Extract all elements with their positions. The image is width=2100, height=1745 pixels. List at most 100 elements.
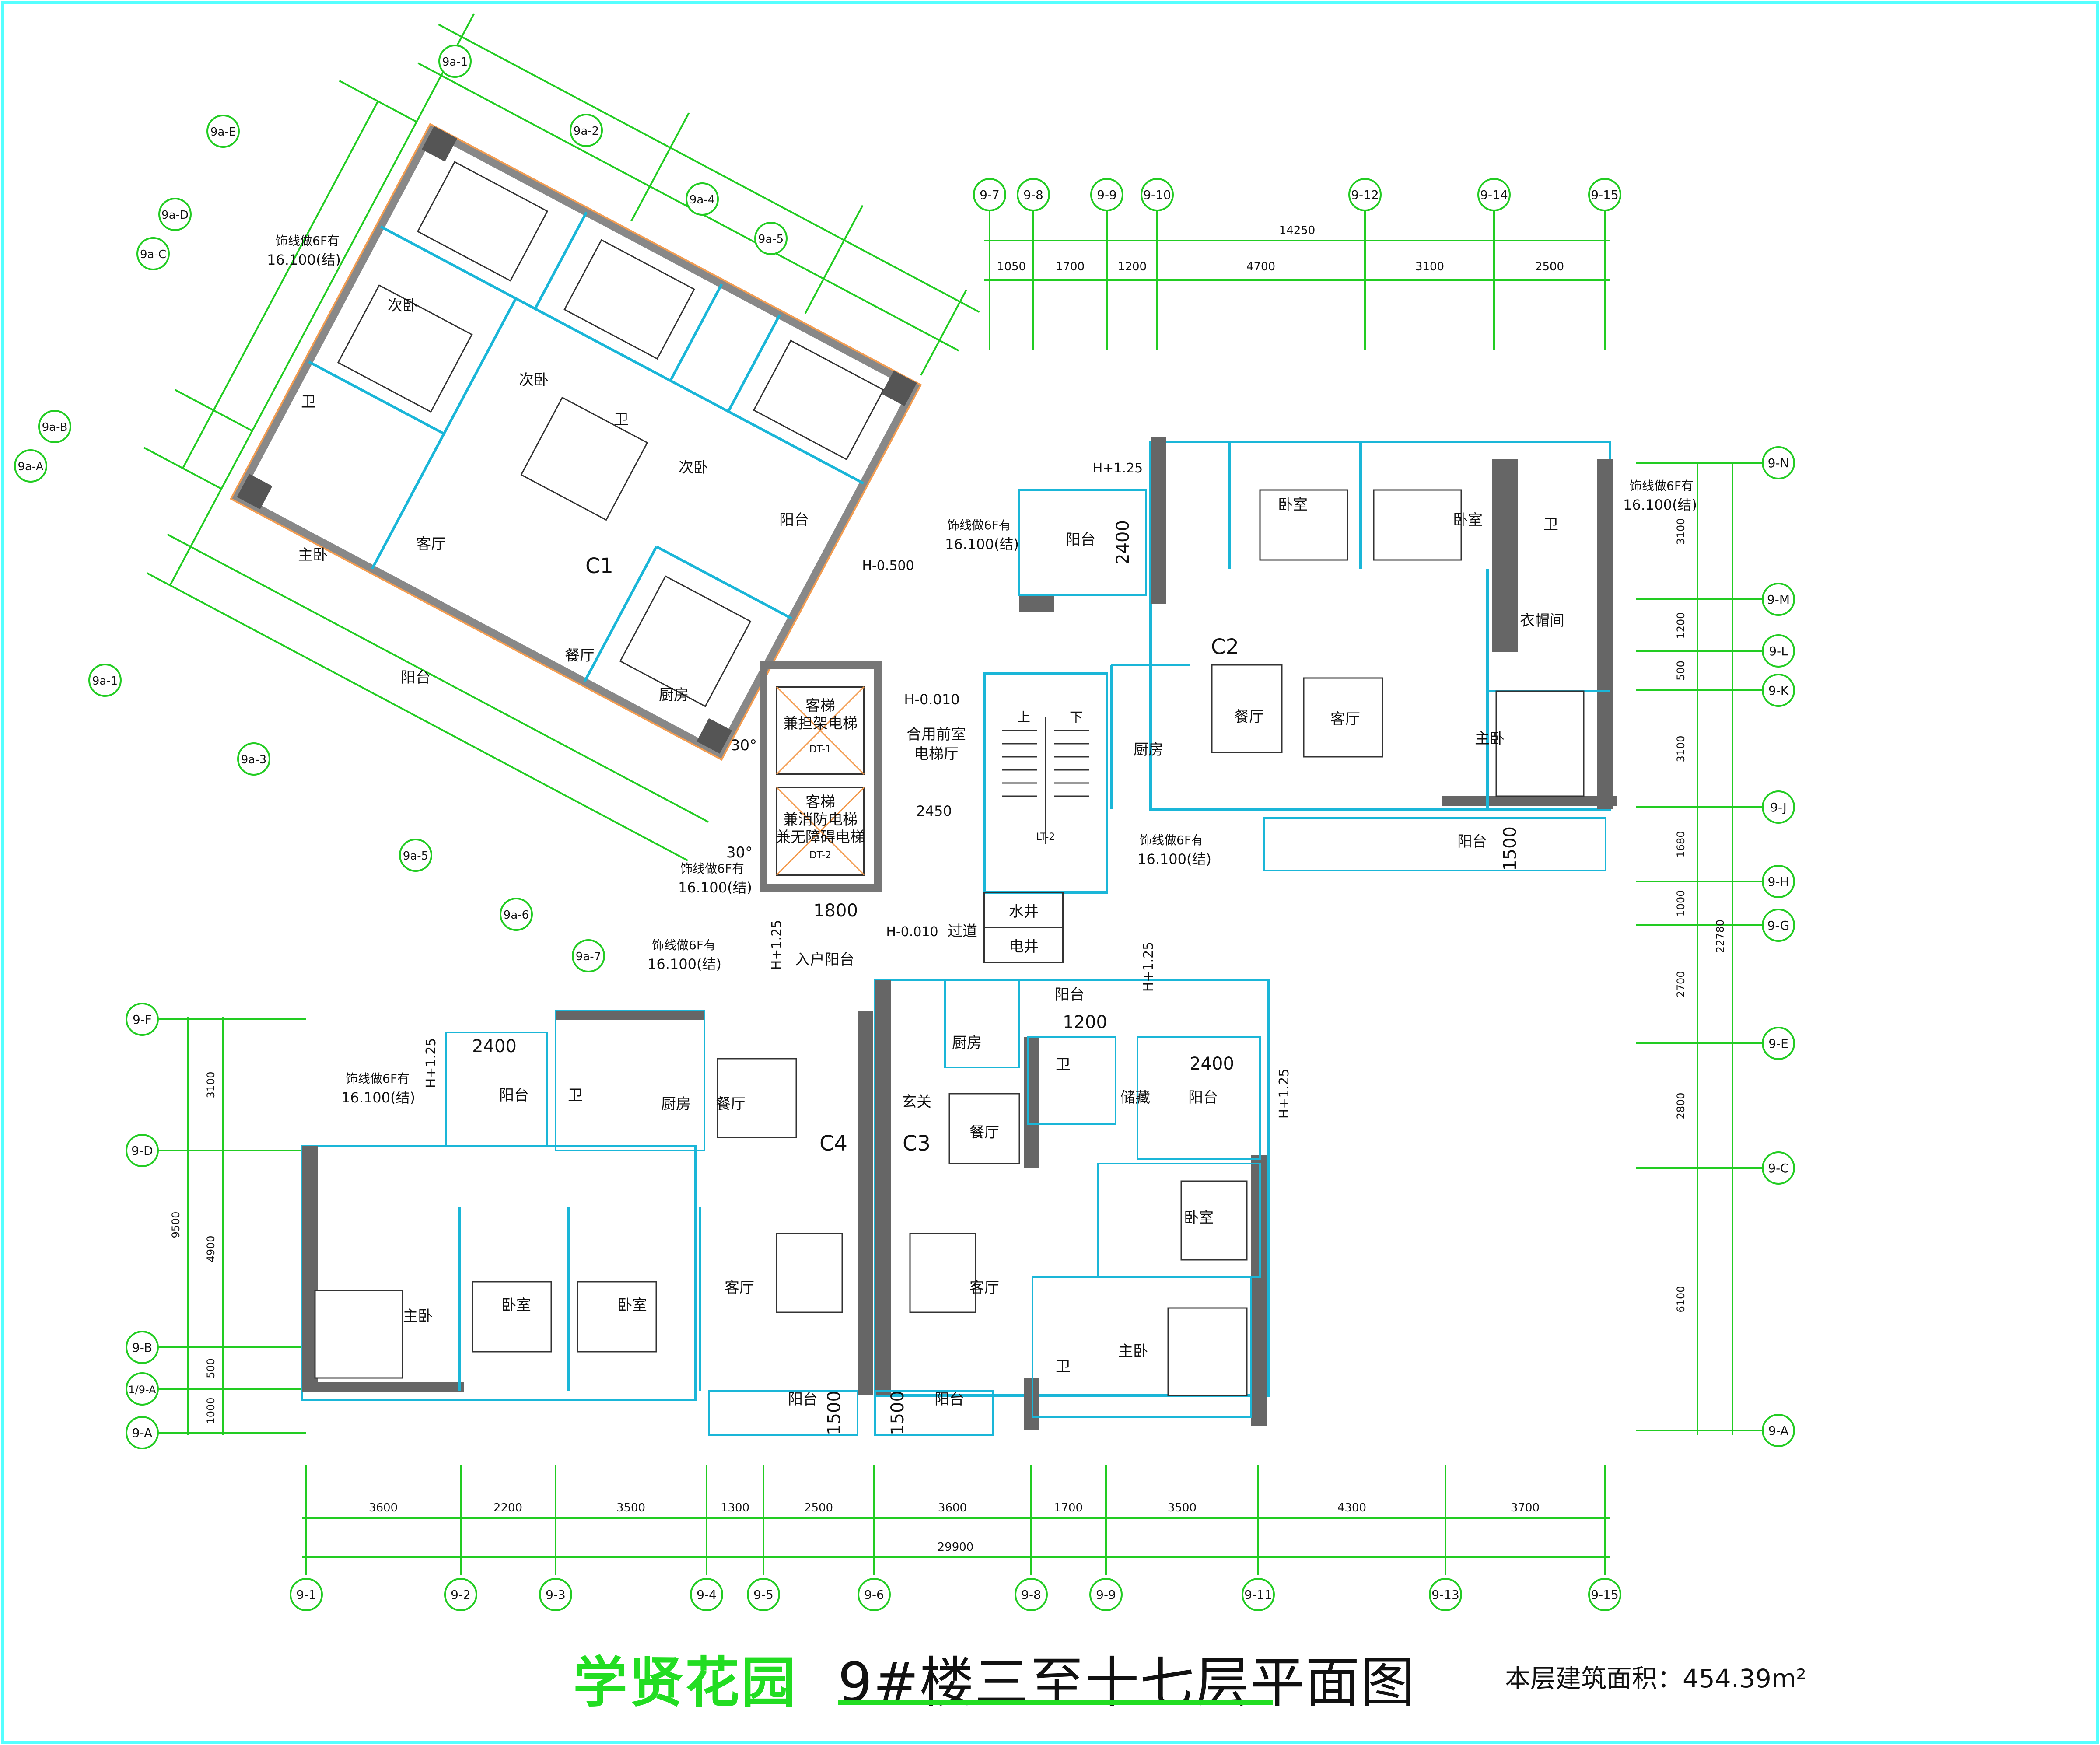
axis-9-N: 9-N xyxy=(1768,456,1789,470)
axis-9-10-top: 9-10 xyxy=(1143,188,1171,202)
c1-room-cike: 客厅 xyxy=(416,535,446,553)
axis-1-9-A: 1/9-A xyxy=(128,1384,156,1396)
right-axis-bubbles xyxy=(1762,446,1795,1447)
dim-bottom-1: 3600 xyxy=(369,1501,398,1514)
axis-9-13-bottom: 9-13 xyxy=(1432,1588,1460,1602)
c3-dim-1500: 1500 xyxy=(888,1391,908,1435)
dim-bottom-total: 29900 xyxy=(938,1541,974,1554)
core-lobby: 合用前室 xyxy=(906,726,966,743)
dim-bottom-6: 3600 xyxy=(938,1501,967,1514)
c3-level-h125: H+1.25 xyxy=(1277,1069,1292,1119)
c2-room-woshi-2: 卧室 xyxy=(1453,511,1483,529)
note-deco-1: 饰线做6F有 xyxy=(276,234,340,248)
unit-c2-label: C2 xyxy=(1211,635,1239,659)
axis-9-1-bottom: 9-1 xyxy=(296,1588,316,1602)
unit-c3-label: C3 xyxy=(903,1131,931,1156)
c4-dim-1500: 1500 xyxy=(824,1391,844,1435)
dim-top-total: 14250 xyxy=(1279,224,1316,237)
axis-9-G: 9-G xyxy=(1768,918,1790,933)
dim-left-total: 9500 xyxy=(170,1211,182,1238)
dim-bottom-2: 2200 xyxy=(494,1501,522,1514)
dim-left-3: 500 xyxy=(205,1358,217,1378)
dim-right-6: 1000 xyxy=(1675,890,1687,916)
axis-9-4-bottom: 9-4 xyxy=(696,1588,717,1602)
c3-room-cike: 客厅 xyxy=(970,1279,999,1297)
c2-dim-1500: 1500 xyxy=(1500,826,1520,871)
c2-room-yangtai-2: 阳台 xyxy=(1457,833,1487,850)
c2-room-yangtai: 阳台 xyxy=(1066,531,1096,549)
c2-level-h125: H+1.25 xyxy=(1093,461,1143,476)
axis-9a-E: 9a-E xyxy=(210,126,236,139)
axis-9-D: 9-D xyxy=(131,1144,153,1158)
c3-dim-1200: 1200 xyxy=(1063,1012,1107,1032)
c3-room-canting: 餐厅 xyxy=(970,1124,999,1141)
c4-room-woshi-1: 卧室 xyxy=(501,1297,531,1314)
axis-9-15-bottom: 9-15 xyxy=(1591,1588,1619,1602)
core-walls xyxy=(760,661,1108,963)
axis-9a-B: 9a-B xyxy=(42,421,68,434)
c4-room-chufang: 厨房 xyxy=(661,1095,691,1113)
axis-9-K: 9-K xyxy=(1768,683,1789,698)
dim-right-2: 1200 xyxy=(1675,612,1687,639)
c1-room-ciwo-3: 次卧 xyxy=(679,459,708,476)
c2-room-cike: 客厅 xyxy=(1330,710,1360,728)
core-level-h0010-2: H-0.010 xyxy=(886,924,938,940)
axis-9-7-top: 9-7 xyxy=(980,188,1000,202)
dim-right-9: 6100 xyxy=(1675,1286,1687,1312)
dim-bottom-4: 1300 xyxy=(721,1501,749,1514)
core-dt1: DT-1 xyxy=(809,744,831,755)
axis-9a-C: 9a-C xyxy=(140,248,166,261)
core-level-h0500: H-0.500 xyxy=(862,558,914,574)
dim-bottom-3: 3500 xyxy=(616,1501,645,1514)
c1-room-yangtai-2: 阳台 xyxy=(779,511,809,529)
dim-top-5: 3100 xyxy=(1415,260,1444,273)
axis-9-M: 9-M xyxy=(1767,592,1790,607)
unit-c1-rotated xyxy=(144,13,980,861)
dim-top-4: 4700 xyxy=(1246,260,1275,273)
top-dimension-band xyxy=(984,210,1610,350)
core-stair-id: LT-2 xyxy=(1036,832,1055,843)
c2-room-chufang: 厨房 xyxy=(1134,741,1163,759)
c3-dim-2400: 2400 xyxy=(1190,1054,1234,1074)
note-deco-7: 饰线做6F有 xyxy=(346,1071,410,1086)
unit-c2-walls xyxy=(1018,437,1617,871)
core-stair-up: 上 xyxy=(1017,710,1030,725)
dim-right-1: 3100 xyxy=(1675,518,1687,545)
c3-room-yangtai-3: 阳台 xyxy=(1055,986,1085,1004)
dim-left-2: 4900 xyxy=(205,1235,217,1262)
c4-dim-1800: 1800 xyxy=(813,901,858,921)
axis-9a-1-bottom: 9a-1 xyxy=(92,675,118,688)
axis-9-A-right: 9-A xyxy=(1768,1423,1788,1438)
bottom-axis-bubbles xyxy=(290,1578,1621,1611)
rotated-axis-bubbles xyxy=(14,45,788,972)
left-dimension-band xyxy=(158,1017,306,1435)
axis-9a-D: 9a-D xyxy=(161,209,189,222)
axis-9a-5-top: 9a-5 xyxy=(758,233,784,246)
axis-9-3-bottom: 9-3 xyxy=(546,1588,566,1602)
axis-9-15-top: 9-15 xyxy=(1591,188,1619,202)
axis-9-H: 9-H xyxy=(1768,874,1789,889)
c1-room-wei-2: 卫 xyxy=(301,393,316,411)
axis-9a-A: 9a-A xyxy=(18,460,43,473)
unit-c1-label: C1 xyxy=(585,554,613,578)
unit-c4-label: C4 xyxy=(819,1131,847,1156)
c3-level-h125-2: H+1.25 xyxy=(1141,942,1156,992)
note-elev-3: 16.100(结) xyxy=(1623,497,1697,513)
dim-bottom-5: 2500 xyxy=(804,1501,833,1514)
note-elev-6: 16.100(结) xyxy=(648,956,721,972)
c4-room-cike: 客厅 xyxy=(724,1279,754,1297)
c4-room-wei: 卫 xyxy=(568,1087,583,1104)
axis-9a-2: 9a-2 xyxy=(574,125,599,138)
axis-9-9-bottom: 9-9 xyxy=(1096,1588,1116,1602)
c4-room-canting: 餐厅 xyxy=(716,1095,746,1113)
axis-9-5-bottom: 9-5 xyxy=(753,1588,774,1602)
c4-room-zhuwo: 主卧 xyxy=(403,1308,433,1325)
drawing-title: 9#楼三至十七层平面图 xyxy=(838,1651,1416,1714)
c2-room-woshi-1: 卧室 xyxy=(1278,496,1308,514)
core-level-h0010: H-0.010 xyxy=(904,691,959,708)
c2-room-wei: 卫 xyxy=(1544,516,1558,533)
axis-9-8-bottom: 9-8 xyxy=(1021,1588,1041,1602)
c3-room-zhuwo: 主卧 xyxy=(1118,1343,1148,1360)
c3-room-chufang: 厨房 xyxy=(952,1034,982,1052)
dim-right-8: 2800 xyxy=(1675,1092,1687,1119)
